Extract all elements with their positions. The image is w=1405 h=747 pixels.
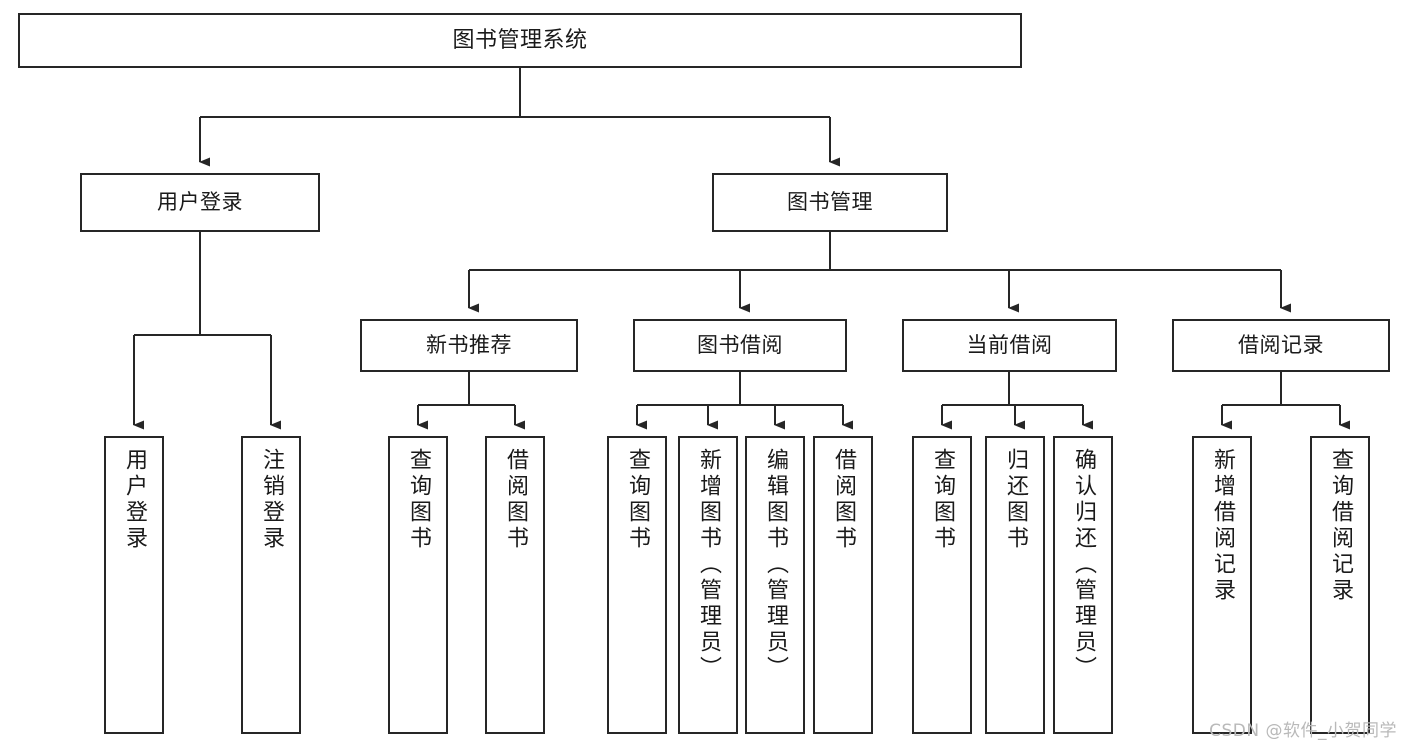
node-label: 当前借阅 <box>966 333 1053 358</box>
node-leaf-query-book-borrow: 查询图书 <box>607 436 667 734</box>
node-label: 借阅记录 <box>1238 333 1324 358</box>
node-leaf-query-record: 查询借阅记录 <box>1310 436 1370 734</box>
connector-group <box>132 68 1350 430</box>
node-label: 借阅图书 <box>503 448 528 552</box>
node-label: 新增图书（管理员） <box>696 448 721 682</box>
node-label: 查询借阅记录 <box>1328 448 1353 604</box>
node-borrow-record: 借阅记录 <box>1172 319 1390 372</box>
node-label: 新书推荐 <box>426 333 512 358</box>
node-leaf-add-record: 新增借阅记录 <box>1192 436 1252 734</box>
node-leaf-user-login: 用户登录 <box>104 436 164 734</box>
node-label: 用户登录 <box>122 448 147 552</box>
node-new-book-rec: 新书推荐 <box>360 319 578 372</box>
node-leaf-query-book-cur: 查询图书 <box>912 436 972 734</box>
node-leaf-borrow-book: 借阅图书 <box>813 436 873 734</box>
node-label: 查询图书 <box>406 448 431 552</box>
node-book-manage: 图书管理 <box>712 173 948 232</box>
node-leaf-query-book-rec: 查询图书 <box>388 436 448 734</box>
node-label: 确认归还（管理员） <box>1071 448 1096 682</box>
node-label: 借阅图书 <box>831 448 856 552</box>
node-label: 用户登录 <box>157 190 243 215</box>
node-label: 查询图书 <box>930 448 955 552</box>
node-leaf-return-book: 归还图书 <box>985 436 1045 734</box>
node-leaf-edit-book: 编辑图书（管理员） <box>745 436 805 734</box>
watermark-text: CSDN @软件_小贺同学 <box>1209 721 1397 741</box>
node-leaf-confirm-return: 确认归还（管理员） <box>1053 436 1113 734</box>
node-label: 注销登录 <box>259 448 284 552</box>
node-label: 归还图书 <box>1003 448 1028 552</box>
node-leaf-user-logout: 注销登录 <box>241 436 301 734</box>
node-label: 查询图书 <box>625 448 650 552</box>
node-label: 新增借阅记录 <box>1210 448 1235 604</box>
node-root: 图书管理系统 <box>18 13 1022 68</box>
node-label: 编辑图书（管理员） <box>763 448 788 682</box>
node-label: 图书管理系统 <box>452 27 588 53</box>
node-leaf-add-book: 新增图书（管理员） <box>678 436 738 734</box>
node-current-borrow: 当前借阅 <box>902 319 1117 372</box>
node-book-borrow: 图书借阅 <box>633 319 847 372</box>
node-label: 图书管理 <box>787 190 873 215</box>
node-user-login: 用户登录 <box>80 173 320 232</box>
node-leaf-borrow-book-rec: 借阅图书 <box>485 436 545 734</box>
node-label: 图书借阅 <box>697 333 783 358</box>
